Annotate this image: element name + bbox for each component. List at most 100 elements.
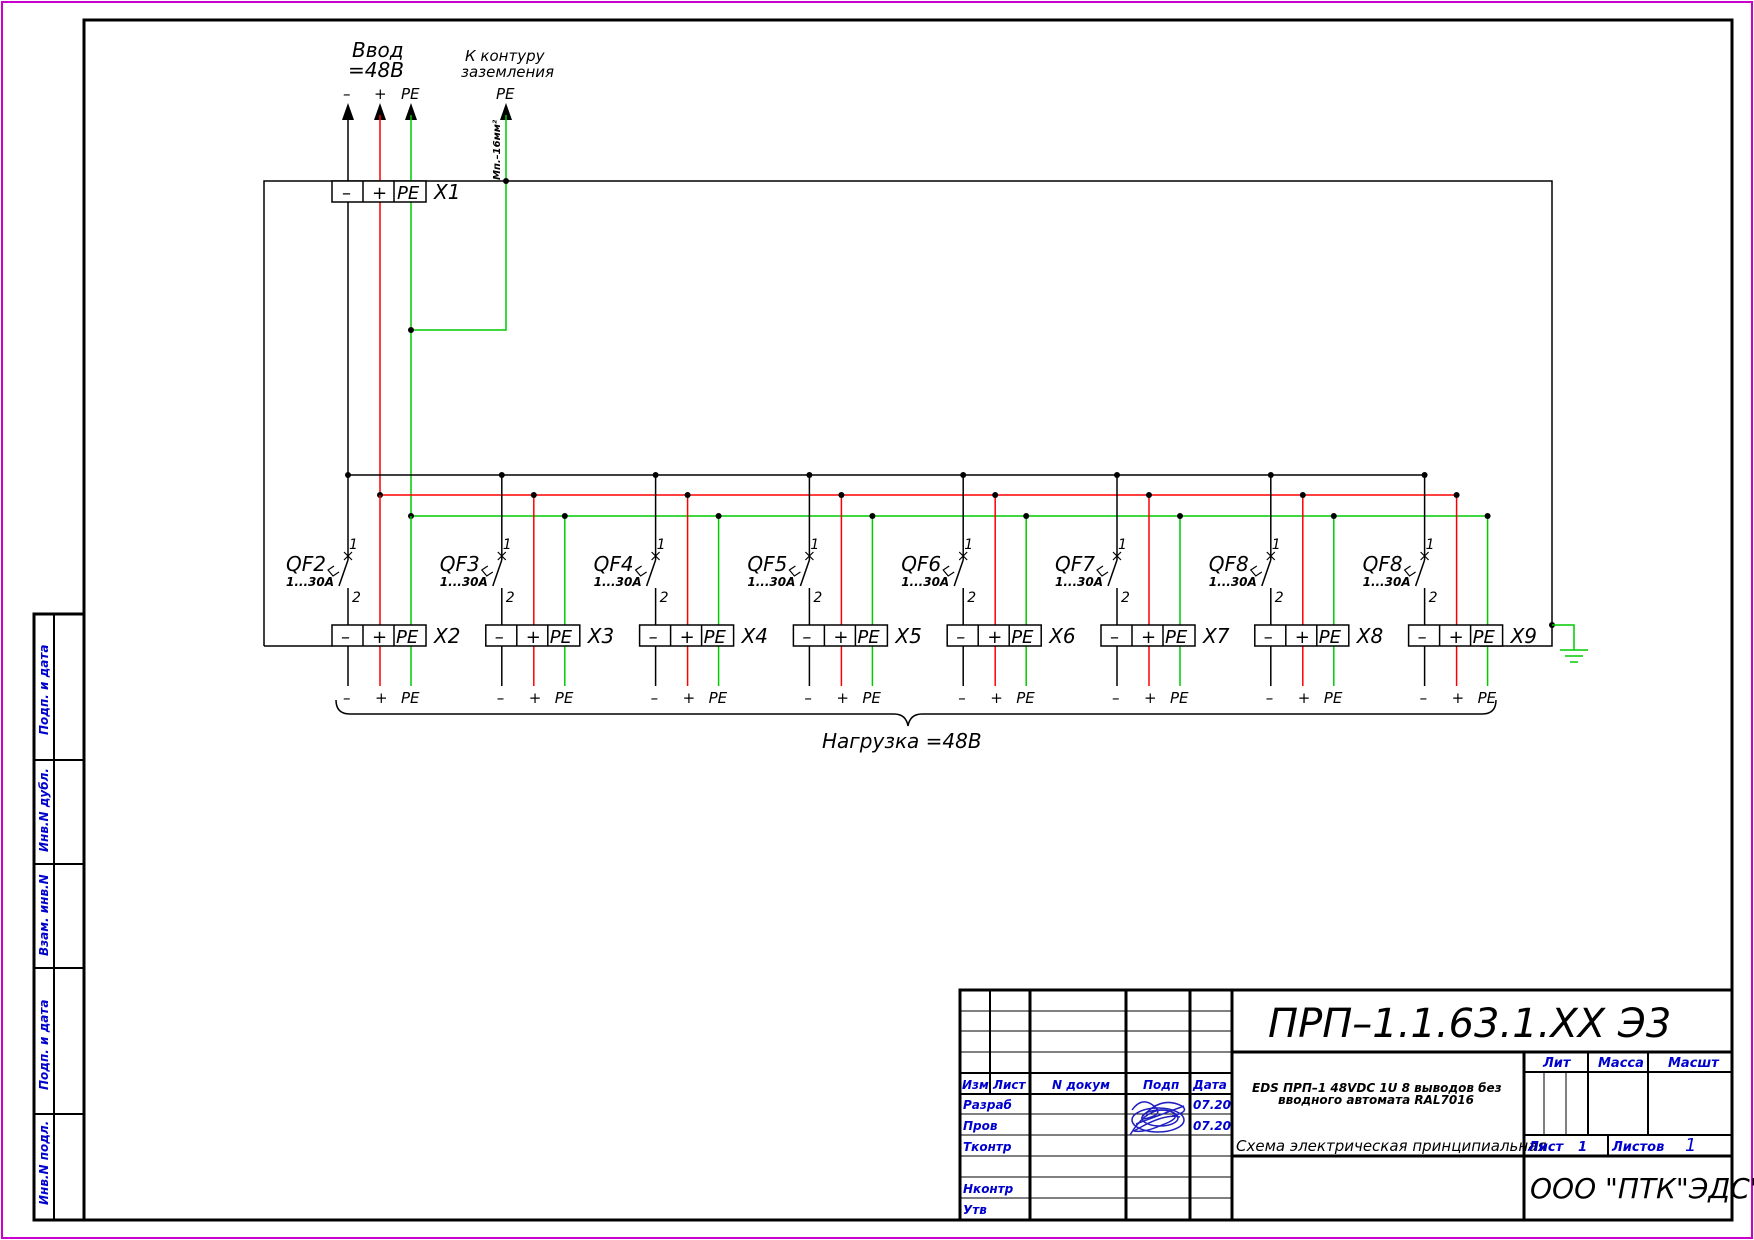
terminal-block-label: X5 bbox=[894, 624, 921, 648]
side-stamp-label: Подп. и дата bbox=[37, 645, 51, 735]
breaker-pin-2: 2 bbox=[506, 590, 515, 606]
terminal-minus: – bbox=[1264, 627, 1273, 648]
header-data: Дата bbox=[1192, 1078, 1227, 1092]
signature-icon bbox=[1129, 1101, 1186, 1136]
breaker-rating: 1...30А bbox=[594, 575, 642, 589]
out-minus-label: – bbox=[958, 689, 966, 707]
side-stamp-label: Инв.N подл. bbox=[37, 1121, 51, 1205]
breaker-trip-icon bbox=[1403, 565, 1416, 577]
out-minus-label: – bbox=[1112, 689, 1120, 707]
cable-note: Мп.–16мм² bbox=[492, 119, 503, 180]
role-prov: Пров bbox=[963, 1119, 998, 1133]
breaker-pin-1: 1 bbox=[1272, 537, 1281, 553]
sheet-label: Лист bbox=[1527, 1140, 1565, 1155]
breaker-name: QF2 bbox=[286, 552, 326, 576]
junction-dot bbox=[715, 513, 722, 519]
breaker-x-icon bbox=[1112, 551, 1122, 561]
breaker-rating: 1...30А bbox=[286, 575, 334, 589]
out-minus-label: – bbox=[497, 689, 505, 707]
breaker-trip-icon bbox=[480, 565, 494, 577]
breaker-x-icon bbox=[651, 551, 661, 561]
junction-dot bbox=[1023, 513, 1030, 519]
breaker-blade bbox=[338, 559, 349, 587]
sheets-label: Листов bbox=[1611, 1140, 1664, 1155]
header-list: Лист bbox=[992, 1078, 1026, 1092]
junction-dot bbox=[992, 492, 999, 498]
input-title: Ввод bbox=[352, 38, 404, 62]
terminal-plus: + bbox=[526, 627, 541, 648]
date-razrab: 07.20 bbox=[1193, 1098, 1231, 1112]
ground-pe-label: PE bbox=[496, 85, 515, 103]
breaker-pin-2: 2 bbox=[1121, 590, 1130, 606]
trunk-wires bbox=[345, 115, 1487, 519]
terminal-block bbox=[792, 624, 889, 647]
side-stamp-label: Подп. и дата bbox=[37, 1000, 51, 1090]
terminal-block-label: X6 bbox=[1048, 624, 1075, 648]
out-minus-label: – bbox=[804, 689, 812, 707]
plus-arrow-icon bbox=[374, 103, 386, 120]
out-plus-label: + bbox=[836, 689, 849, 707]
breaker-pin-1: 1 bbox=[503, 537, 512, 553]
terminal-pe: PE bbox=[1473, 627, 1496, 648]
terminal-pe: PE bbox=[1165, 627, 1188, 648]
terminal-minus: – bbox=[802, 627, 811, 648]
breaker-pin-1: 1 bbox=[657, 537, 666, 553]
breaker-pin-2: 2 bbox=[1275, 590, 1284, 606]
role-tkontr: Тконтр bbox=[963, 1140, 1012, 1154]
date-prov: 07.20 bbox=[1193, 1119, 1231, 1133]
out-plus-label: + bbox=[375, 689, 388, 707]
x1-plus: + bbox=[372, 183, 387, 204]
out-plus-label: + bbox=[990, 689, 1003, 707]
breaker-blade bbox=[492, 559, 503, 587]
terminal-block-x1: – + PE X1 bbox=[331, 180, 460, 204]
breaker-trip-icon bbox=[788, 565, 801, 577]
out-plus-label: + bbox=[683, 689, 696, 707]
out-pe-label: PE bbox=[1324, 689, 1343, 707]
junction-dot bbox=[1330, 513, 1337, 519]
breaker-name: QF4 bbox=[594, 552, 634, 576]
junction-dot bbox=[838, 492, 845, 498]
breaker-name: QF5 bbox=[747, 552, 787, 576]
breaker-pin-1: 1 bbox=[349, 537, 358, 553]
junction-dot bbox=[684, 492, 691, 498]
junction-dot bbox=[1146, 492, 1152, 498]
massa-label: Масса bbox=[1598, 1056, 1644, 1071]
terminal-plus: + bbox=[833, 627, 848, 648]
out-minus-label: – bbox=[651, 689, 659, 707]
terminal-plus: + bbox=[1449, 627, 1464, 648]
role-razrab: Разраб bbox=[963, 1098, 1012, 1112]
input-minus-label: – bbox=[343, 85, 351, 103]
terminal-block-label: X4 bbox=[741, 624, 768, 648]
junction-dot bbox=[1177, 513, 1183, 519]
company-name: ООО "ПТК"ЭДС" bbox=[1530, 1172, 1754, 1205]
junction-dot bbox=[1484, 513, 1491, 519]
out-plus-label: + bbox=[1144, 689, 1157, 707]
out-minus-label: – bbox=[343, 689, 351, 707]
terminal-minus: – bbox=[341, 627, 350, 648]
terminal-block bbox=[1100, 624, 1196, 647]
x1-label: X1 bbox=[433, 180, 460, 204]
terminal-minus: – bbox=[956, 627, 965, 648]
ground-symbol-icon bbox=[1549, 622, 1588, 663]
out-minus-label: – bbox=[1266, 689, 1274, 707]
breaker-pin-2: 2 bbox=[660, 590, 669, 606]
junction-dot bbox=[1421, 472, 1428, 478]
out-pe-label: PE bbox=[862, 689, 881, 707]
breaker-rating: 1...30А bbox=[440, 575, 488, 589]
terminal-plus: + bbox=[987, 627, 1002, 648]
breaker-rating: 1...30А bbox=[1209, 575, 1257, 589]
junction-dot bbox=[530, 492, 537, 498]
junction-dot bbox=[806, 472, 813, 478]
breaker-pin-1: 1 bbox=[1118, 537, 1127, 553]
breaker-rating: 1...30А bbox=[901, 575, 949, 589]
terminal-plus: + bbox=[1295, 627, 1310, 648]
breaker-blade bbox=[799, 559, 811, 587]
breaker-name: QF3 bbox=[440, 552, 480, 576]
breaker-pin-2: 2 bbox=[813, 590, 822, 606]
masht-label: Масшт bbox=[1668, 1056, 1720, 1071]
breaker-trip-icon bbox=[327, 565, 340, 577]
terminal-minus: – bbox=[495, 627, 504, 648]
doc-description-2: вводного автомата RAL7016 bbox=[1278, 1093, 1474, 1107]
